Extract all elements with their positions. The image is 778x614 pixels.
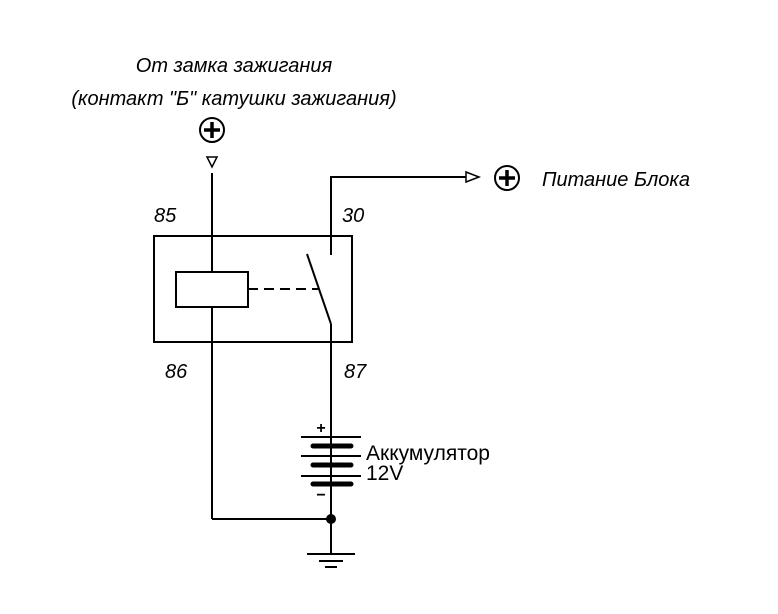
ignition-plus-terminal-icon (199, 117, 225, 143)
ignition-source-label-line2: (контакт "Б" катушки зажигания) (71, 88, 396, 110)
ground-icon (307, 553, 355, 568)
power-output-label: Питание Блока (542, 169, 690, 191)
relay-coil (175, 271, 249, 308)
battery-name-label: Аккумулятор (366, 442, 490, 465)
battery-minus-label: − (316, 487, 325, 504)
junction-dot (326, 514, 336, 524)
output-arrow-icon (465, 170, 482, 184)
input-arrow-icon (205, 156, 219, 169)
output-plus-terminal-icon (494, 165, 520, 191)
pin-30-label: 30 (342, 205, 364, 227)
relay-body (153, 235, 353, 343)
pin-86-label: 86 (165, 361, 188, 383)
relay-switch-blade (306, 253, 332, 325)
battery-voltage-label: 12V (366, 462, 403, 485)
pin-87-label: 87 (344, 361, 367, 383)
pin-85-label: 85 (154, 205, 177, 227)
ignition-source-label-line1: От замка зажигания (136, 55, 333, 77)
wire-30 (330, 176, 466, 255)
battery-symbol (301, 436, 361, 487)
battery-plus-label: + (316, 420, 325, 437)
